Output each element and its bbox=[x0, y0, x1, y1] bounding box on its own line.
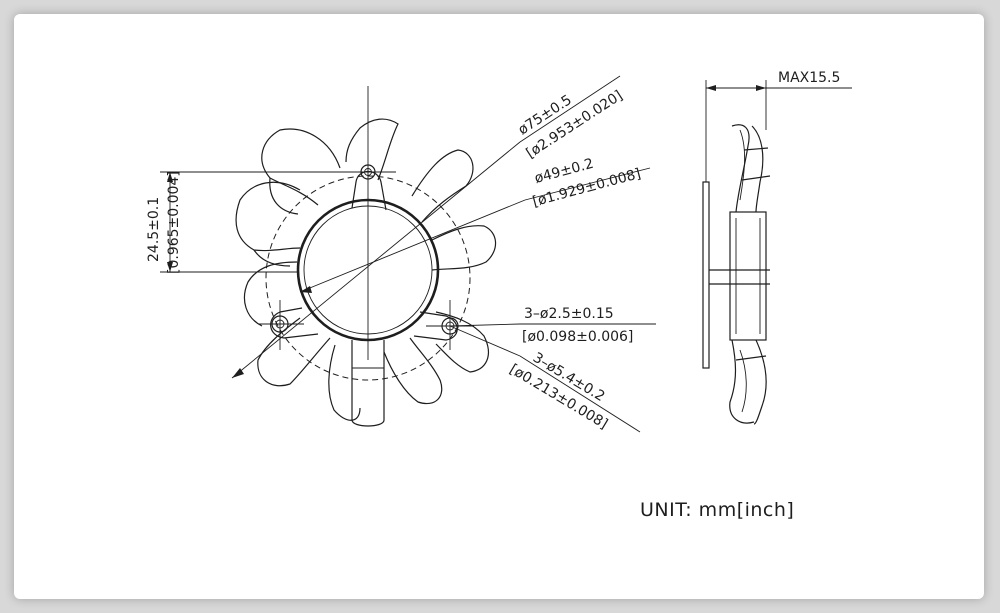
side-blade-top bbox=[731, 124, 750, 213]
dim-arrow bbox=[232, 368, 244, 378]
blade-sweep-circle bbox=[265, 175, 471, 381]
side-blade-bottom bbox=[729, 339, 755, 424]
hole-spacing-inch: [0.965±0.004] bbox=[166, 171, 182, 274]
wire-channel bbox=[351, 340, 385, 427]
dim-hole-spacing: 24.5±0.1 [0.965±0.004] bbox=[146, 171, 182, 274]
center-lines bbox=[160, 86, 474, 360]
side-shaft bbox=[709, 269, 770, 285]
unit-note: UNIT: mm[inch] bbox=[640, 499, 794, 521]
drawing-sheet bbox=[14, 14, 984, 599]
fan-side-view: MAX15.5 bbox=[702, 70, 852, 425]
hole-spacing-mm: 24.5±0.1 bbox=[146, 197, 162, 262]
dim-hole-diameter: 3–ø2.5±0.15 [ø0.098±0.006] bbox=[522, 306, 633, 345]
hole-diameter-mm: 3–ø2.5±0.15 bbox=[524, 306, 614, 322]
hole-spacing-dim-line bbox=[167, 172, 173, 272]
side-hub bbox=[729, 211, 767, 341]
hole-diameter-inch: [ø0.098±0.006] bbox=[522, 329, 633, 345]
side-base-plate bbox=[702, 181, 710, 369]
fan-blades bbox=[235, 118, 497, 421]
dim-boss-diameter: 3–ø5.4±0.2 [ø0.213±0.008] bbox=[507, 350, 611, 433]
fan-front-view bbox=[160, 75, 656, 433]
dim-outer-diameter: ø75±0.5 [ø2.953±0.020] bbox=[515, 88, 625, 162]
leader-lines bbox=[231, 75, 656, 433]
max-thickness-label: MAX15.5 bbox=[778, 70, 840, 86]
dim-arrow bbox=[300, 286, 312, 293]
